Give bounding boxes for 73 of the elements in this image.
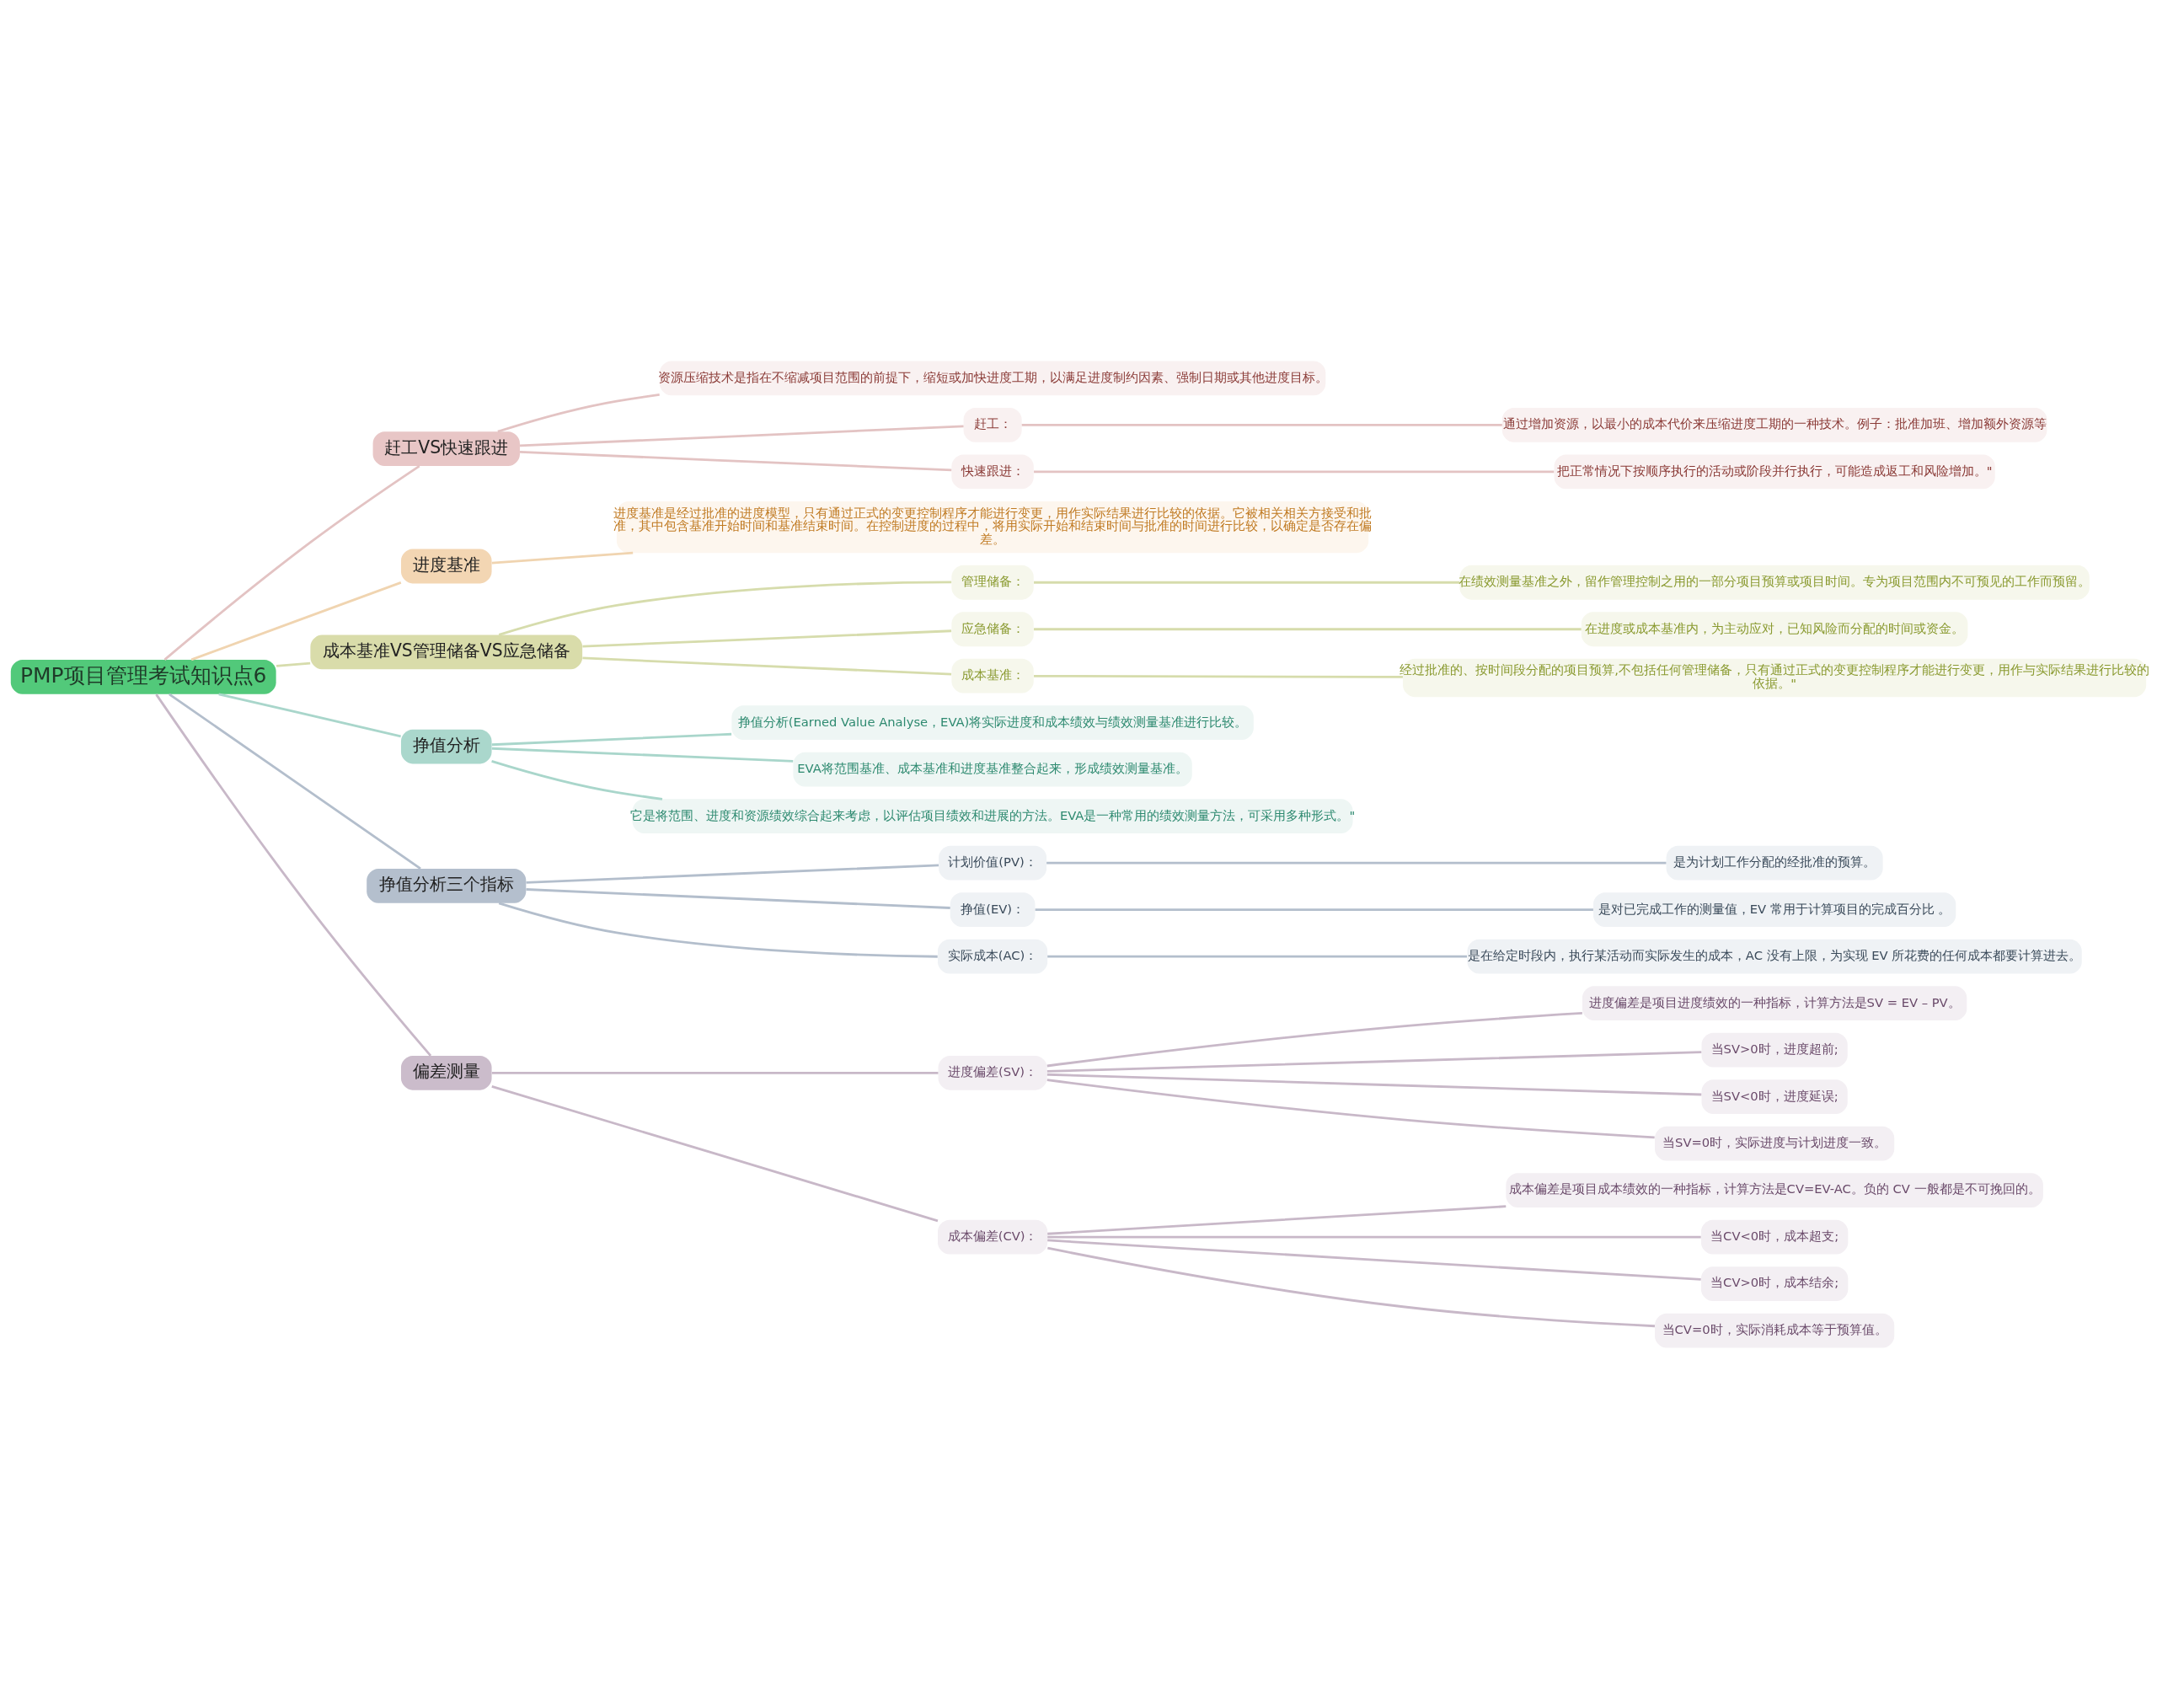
connector <box>526 863 939 884</box>
connector <box>276 661 311 667</box>
node-box: 是对已完成工作的测量值，EV 常用于计算项目的完成百分比 。 <box>1592 891 1956 927</box>
node-box: 进度偏差是项目进度绩效的一种指标，计算方法是SV = EV – PV。 <box>1582 985 1967 1020</box>
connector <box>1021 423 1502 426</box>
connector <box>1046 861 1667 865</box>
node-box: 实际成本(AC)： <box>937 939 1048 974</box>
node-box: 成本偏差(CV)： <box>937 1219 1048 1254</box>
connector <box>526 887 950 909</box>
node-box: 挣值分析三个指标 <box>367 868 527 903</box>
connector <box>491 759 663 800</box>
connector <box>1047 1235 1701 1239</box>
node-box: PMP项目管理考试知识点6 <box>10 659 276 694</box>
node-box: 应急储备： <box>951 611 1034 646</box>
node-box: 它是将范围、进度和资源绩效综合起来考虑，以评估项目绩效和进展的方法。EVA是一种常用的绩效测量方法，可采用多种形式。" <box>632 798 1353 833</box>
connector <box>491 1071 939 1074</box>
connector <box>1047 1239 1701 1281</box>
node-box: 管理储备： <box>951 565 1034 600</box>
connector <box>1034 674 1403 678</box>
node-box: 当CV<0时，成本超支; <box>1700 1219 1849 1254</box>
connector <box>498 581 952 636</box>
connector <box>491 1084 939 1222</box>
node-box: 进度偏差(SV)： <box>938 1055 1047 1090</box>
node-box: 进度基准 <box>400 549 492 583</box>
connector <box>1046 1011 1582 1067</box>
connector <box>1034 581 1460 584</box>
node-box: 资源压缩技术是指在不缩减项目范围的前提下，缩短或加快进度工期，以满足进度制约因素、强制日期或其他进度目标。 <box>659 361 1326 395</box>
node-box: 成本基准VS管理储备VS应急储备 <box>310 634 583 669</box>
node-box: EVA将范围基准、成本基准和进度基准整合起来，形成绩效测量基准。 <box>793 752 1192 787</box>
node-box: 当SV>0时，进度超前; <box>1701 1032 1848 1068</box>
node-box: 赶工： <box>963 407 1022 442</box>
connector <box>1047 955 1467 958</box>
connector <box>1034 627 1582 630</box>
connector <box>491 551 634 565</box>
connector <box>218 692 401 737</box>
connector <box>1047 1246 1656 1327</box>
node-box: 当CV=0时，实际消耗成本等于预算值。 <box>1655 1313 1895 1347</box>
connector <box>519 424 964 447</box>
connector <box>491 732 732 746</box>
node-box: 快速跟进： <box>951 454 1034 489</box>
node-box: 挣值分析(Earned Value Analyse，EVA)将实际进度和成本绩效与绩效测量基准进行比较。 <box>731 704 1254 740</box>
connector <box>155 693 432 1057</box>
node-box: 是为计划工作分配的经批准的预算。 <box>1666 845 1883 881</box>
node-box: 成本基准： <box>951 658 1034 693</box>
connector <box>1046 1078 1655 1138</box>
node-box: 在进度或成本基准内，为主动应对，已知风险而分配的时间或资金。 <box>1581 611 1968 646</box>
node-box: 挣值(EV)： <box>950 891 1036 927</box>
node-box: 赶工VS快速跟进 <box>372 431 520 466</box>
connector <box>498 901 938 958</box>
node-box: 在绩效测量基准之外，留作管理控制之用的一部分项目预算或项目时间。专为项目范围内不可预见的工作而预留。 <box>1459 565 2090 600</box>
connector <box>1047 1204 1507 1235</box>
node-box: 当SV<0时，进度延误; <box>1701 1079 1848 1114</box>
node-box: 当SV=0时，实际进度与计划进度一致。 <box>1655 1126 1895 1160</box>
connector <box>1046 1050 1702 1073</box>
node-box: 偏差测量 <box>400 1055 492 1090</box>
connector <box>1035 908 1593 911</box>
node-box: 通过增加资源，以最小的成本代价来压缩进度工期的一种技术。例子：批准加班、增加额外资源等 <box>1501 407 2047 442</box>
connector <box>1034 469 1555 473</box>
node-box: 当CV>0时，成本结余; <box>1700 1266 1849 1301</box>
connector <box>169 693 421 870</box>
node-box: 把正常情况下按顺序执行的活动或阶段并行执行，可能造成返工和风险增加。" <box>1554 454 1995 489</box>
connector <box>190 581 402 661</box>
node-box: 计划价值(PV)： <box>939 845 1047 881</box>
node-box: 挣值分析 <box>400 729 492 763</box>
node-box: 成本偏差是项目成本绩效的一种指标，计算方法是CV=EV-AC。负的 CV 一般都是不可挽回的。 <box>1506 1172 2043 1207</box>
connector <box>1046 1073 1702 1095</box>
node-box: 是在给定时段内，执行某活动而实际发生的成本，AC 没有上限，为实现 EV 所花费的任何成本都要计算进去。 <box>1467 939 2082 974</box>
connector <box>582 656 952 676</box>
connector <box>497 393 660 433</box>
connector <box>163 464 420 661</box>
connector <box>491 747 794 763</box>
connector <box>582 629 952 648</box>
connector <box>519 450 952 471</box>
